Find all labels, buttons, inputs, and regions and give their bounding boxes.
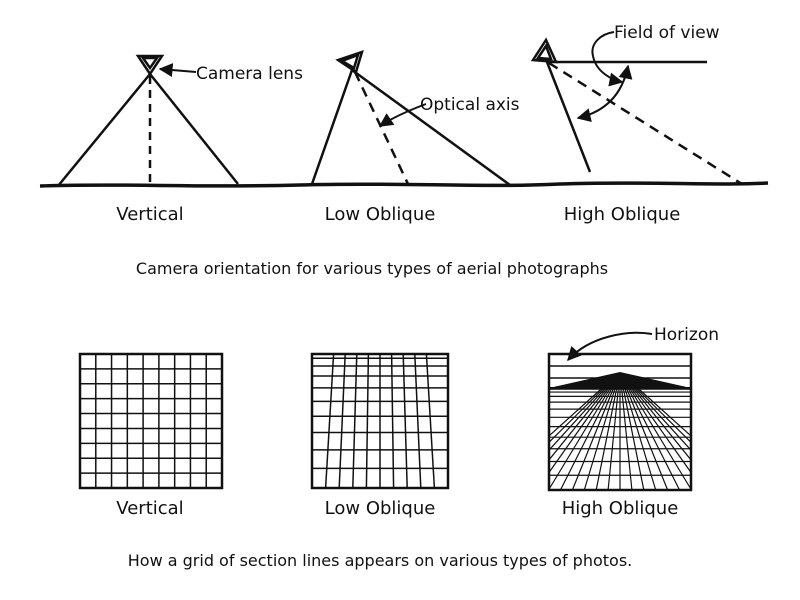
grid-line [629,387,692,490]
grid-line [548,387,606,451]
grid-line [607,387,619,491]
grid-line [632,387,692,461]
grid-line [548,387,611,490]
vertical-camera-diagram [57,54,239,187]
grid-frame [547,352,693,492]
grid-line [622,387,645,491]
grid-frame [310,352,450,490]
grid-line [595,387,618,491]
grid-line [571,387,615,491]
top-label-high-oblique: High Oblique [564,204,681,225]
low-oblique-camera-diagram [310,50,511,187]
grid-frame [78,352,224,490]
vertical-grid [78,352,224,490]
grid-line [625,387,669,491]
high-oblique-camera-icon [530,37,559,64]
bottom-panel: Horizon Vertical Low Oblique High Obliqu… [78,325,719,570]
grid-line [548,387,603,437]
field-of-view-callout: Field of view [614,23,720,43]
grid-line [548,387,610,473]
grid-line [630,387,692,473]
horizon-wedge [549,372,691,388]
grid-line [637,387,692,437]
camera-lens-arrow [158,63,197,78]
grid-line [621,387,633,491]
vertical-camera-icon [135,54,165,77]
low-oblique-camera-icon [335,50,364,74]
camera-lens-callout: Camera lens [196,64,303,84]
grid-line [583,387,616,491]
grid-line [548,387,608,461]
horizon-arrow [567,331,653,362]
grid-line [548,387,605,443]
grid-line [559,387,613,491]
grid-line [627,387,681,491]
top-label-vertical: Vertical [116,204,183,225]
grid-line [634,387,692,451]
high-oblique-grid [547,352,693,492]
horizon-callout: Horizon [654,325,719,345]
top-panel: Camera lens Optical axis Field of view V… [39,23,769,278]
optical-axis-callout: Optical axis [420,95,520,115]
low-oblique-grid [310,352,450,490]
low-oblique-optical-axis [353,71,410,185]
top-caption: Camera orientation for various types of … [136,259,608,278]
grid-line [624,387,657,491]
top-label-low-oblique: Low Oblique [325,204,436,225]
high-oblique-optical-axis [548,61,743,186]
field-of-view-angle-arc [576,64,633,122]
optical-axis-arrow [378,103,427,127]
bottom-label-vertical: Vertical [116,498,183,519]
high-oblique-camera-diagram [530,31,743,186]
bottom-label-low-oblique: Low Oblique [325,498,436,519]
bottom-caption: How a grid of section lines appears on v… [128,551,633,570]
grid-line [635,387,692,443]
ground-line [39,181,769,188]
bottom-label-high-oblique: High Oblique [562,498,679,519]
